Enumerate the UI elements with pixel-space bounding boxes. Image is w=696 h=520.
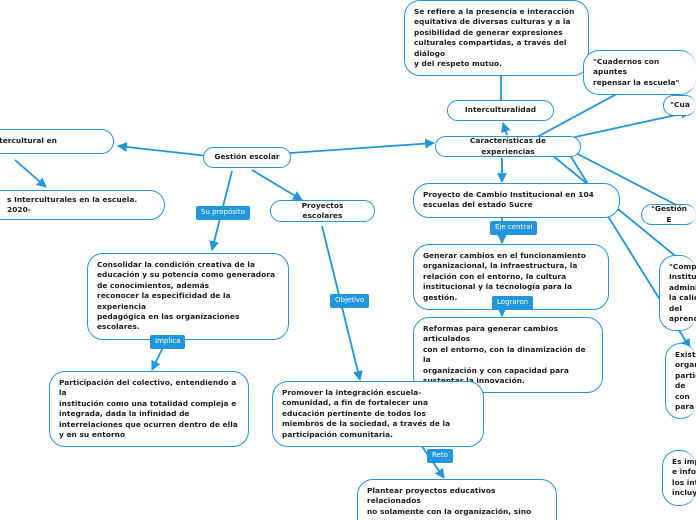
edge-gestion-intercultural xyxy=(117,142,209,157)
node-gestion-escolar-text: Gestión escolar xyxy=(214,152,280,162)
edge-gestion-caracteristicas xyxy=(289,138,435,154)
node-generar-cambios-text: Generar cambios en el funcionamiento org… xyxy=(423,251,587,302)
node-intercultural-en[interactable]: tercultural en xyxy=(0,129,114,154)
node-cuadernos-apuntes-text: "Cuadernos con apuntes repensar la escue… xyxy=(593,57,680,87)
edge-label-eje-central[interactable]: Eje central xyxy=(490,221,538,235)
node-participacion-colectivo-text: Participación del colectivo, entendiendo… xyxy=(59,378,238,440)
node-gestion-e-clipped[interactable]: "Gestión E xyxy=(641,204,696,225)
node-promover-integracion[interactable]: Promover la integración escuela- comunid… xyxy=(272,381,484,448)
node-cuadernos-apuntes[interactable]: "Cuadernos con apuntes repensar la escue… xyxy=(583,50,696,96)
edge-label-lograron-text: Lograron xyxy=(497,298,529,306)
edge-caracteristicas-interculturalidad xyxy=(501,122,511,136)
node-consolidar-text: Consolidar la condición creativa de la e… xyxy=(97,260,276,332)
node-gestion-escolar[interactable]: Gestión escolar xyxy=(203,147,291,168)
node-comparar-clipped[interactable]: "Comparar Institucion administra la cali… xyxy=(659,255,696,332)
edge-label-lograron[interactable]: Lograron xyxy=(492,296,534,310)
node-reformas[interactable]: Reformas para generar cambios articulado… xyxy=(413,317,603,394)
node-intercultural-en-text: tercultural en xyxy=(0,136,57,146)
node-cua-clipped-text: "Cua xyxy=(670,100,690,110)
node-participacion-colectivo[interactable]: Participación del colectivo, entendiendo… xyxy=(49,371,249,448)
node-proyecto-cambio-institucional-text: Proyecto de Cambio Institucional en 104 … xyxy=(423,190,594,210)
node-caracteristicas-experiencias[interactable]: Características de experiencias xyxy=(435,136,581,157)
node-reformas-text: Reformas para generar cambios articulado… xyxy=(423,324,586,386)
edge-label-objetivo-text: Objetivo xyxy=(335,296,365,304)
edge-label-implica[interactable]: Implica xyxy=(150,335,186,349)
node-interculturales-escuela[interactable]: s Interculturales en la escuela. 2020- xyxy=(0,190,165,220)
node-importante-clipped-text: Es impor e informa los integr incluyend xyxy=(672,457,696,498)
node-importante-clipped[interactable]: Es impor e informa los integr incluyend xyxy=(662,450,696,506)
node-plantear-proyectos[interactable]: Plantear proyectos educativos relacionad… xyxy=(357,479,557,520)
edge-label-eje-central-text: Eje central xyxy=(495,223,533,231)
edge-caracteristicas-cua xyxy=(565,109,691,140)
edge-label-objetivo[interactable]: Objetivo xyxy=(330,294,370,308)
node-consolidar[interactable]: Consolidar la condición creativa de la e… xyxy=(87,253,289,340)
edge-intercultural-escuela xyxy=(14,159,47,188)
edge-label-su-proposito[interactable]: Su propósito xyxy=(196,206,250,220)
node-cua-clipped[interactable]: "Cua xyxy=(663,95,696,116)
node-existe-clipped-text: Existe organi partici de con para e xyxy=(675,350,696,412)
node-proyectos-escolares[interactable]: Proyectos escolares xyxy=(270,200,375,222)
node-interculturalidad-definition[interactable]: Se refiere a la presencia e interacción … xyxy=(404,0,589,77)
node-interculturalidad[interactable]: Interculturalidad xyxy=(447,100,554,121)
node-gestion-e-clipped-text: "Gestión E xyxy=(650,204,688,224)
edge-label-implica-text: Implica xyxy=(155,337,181,345)
edge-label-su-proposito-text: Su propósito xyxy=(201,208,245,216)
node-proyecto-cambio-institucional[interactable]: Proyecto de Cambio Institucional en 104 … xyxy=(413,183,620,218)
node-existe-clipped[interactable]: Existe organi partici de con para e xyxy=(665,343,696,420)
node-interculturales-escuela-text: s Interculturales en la escuela. 2020- xyxy=(7,194,138,214)
edge-gestion-proyectos xyxy=(251,169,303,201)
node-caracteristicas-experiencias-text: Características de experiencias xyxy=(469,136,547,156)
node-interculturalidad-definition-text: Se refiere a la presencia e interacción … xyxy=(414,7,575,69)
edge-label-reto[interactable]: Reto xyxy=(427,449,453,463)
edge-label-reto-text: Reto xyxy=(432,451,448,459)
node-promover-integracion-text: Promover la integración escuela- comunid… xyxy=(282,388,451,439)
node-interculturalidad-text: Interculturalidad xyxy=(464,105,537,115)
node-comparar-clipped-text: "Comparar Institucion administra la cali… xyxy=(669,262,696,324)
node-proyectos-escolares-text: Proyectos escolares xyxy=(301,200,344,220)
node-plantear-proyectos-text: Plantear proyectos educativos relacionad… xyxy=(367,486,532,520)
